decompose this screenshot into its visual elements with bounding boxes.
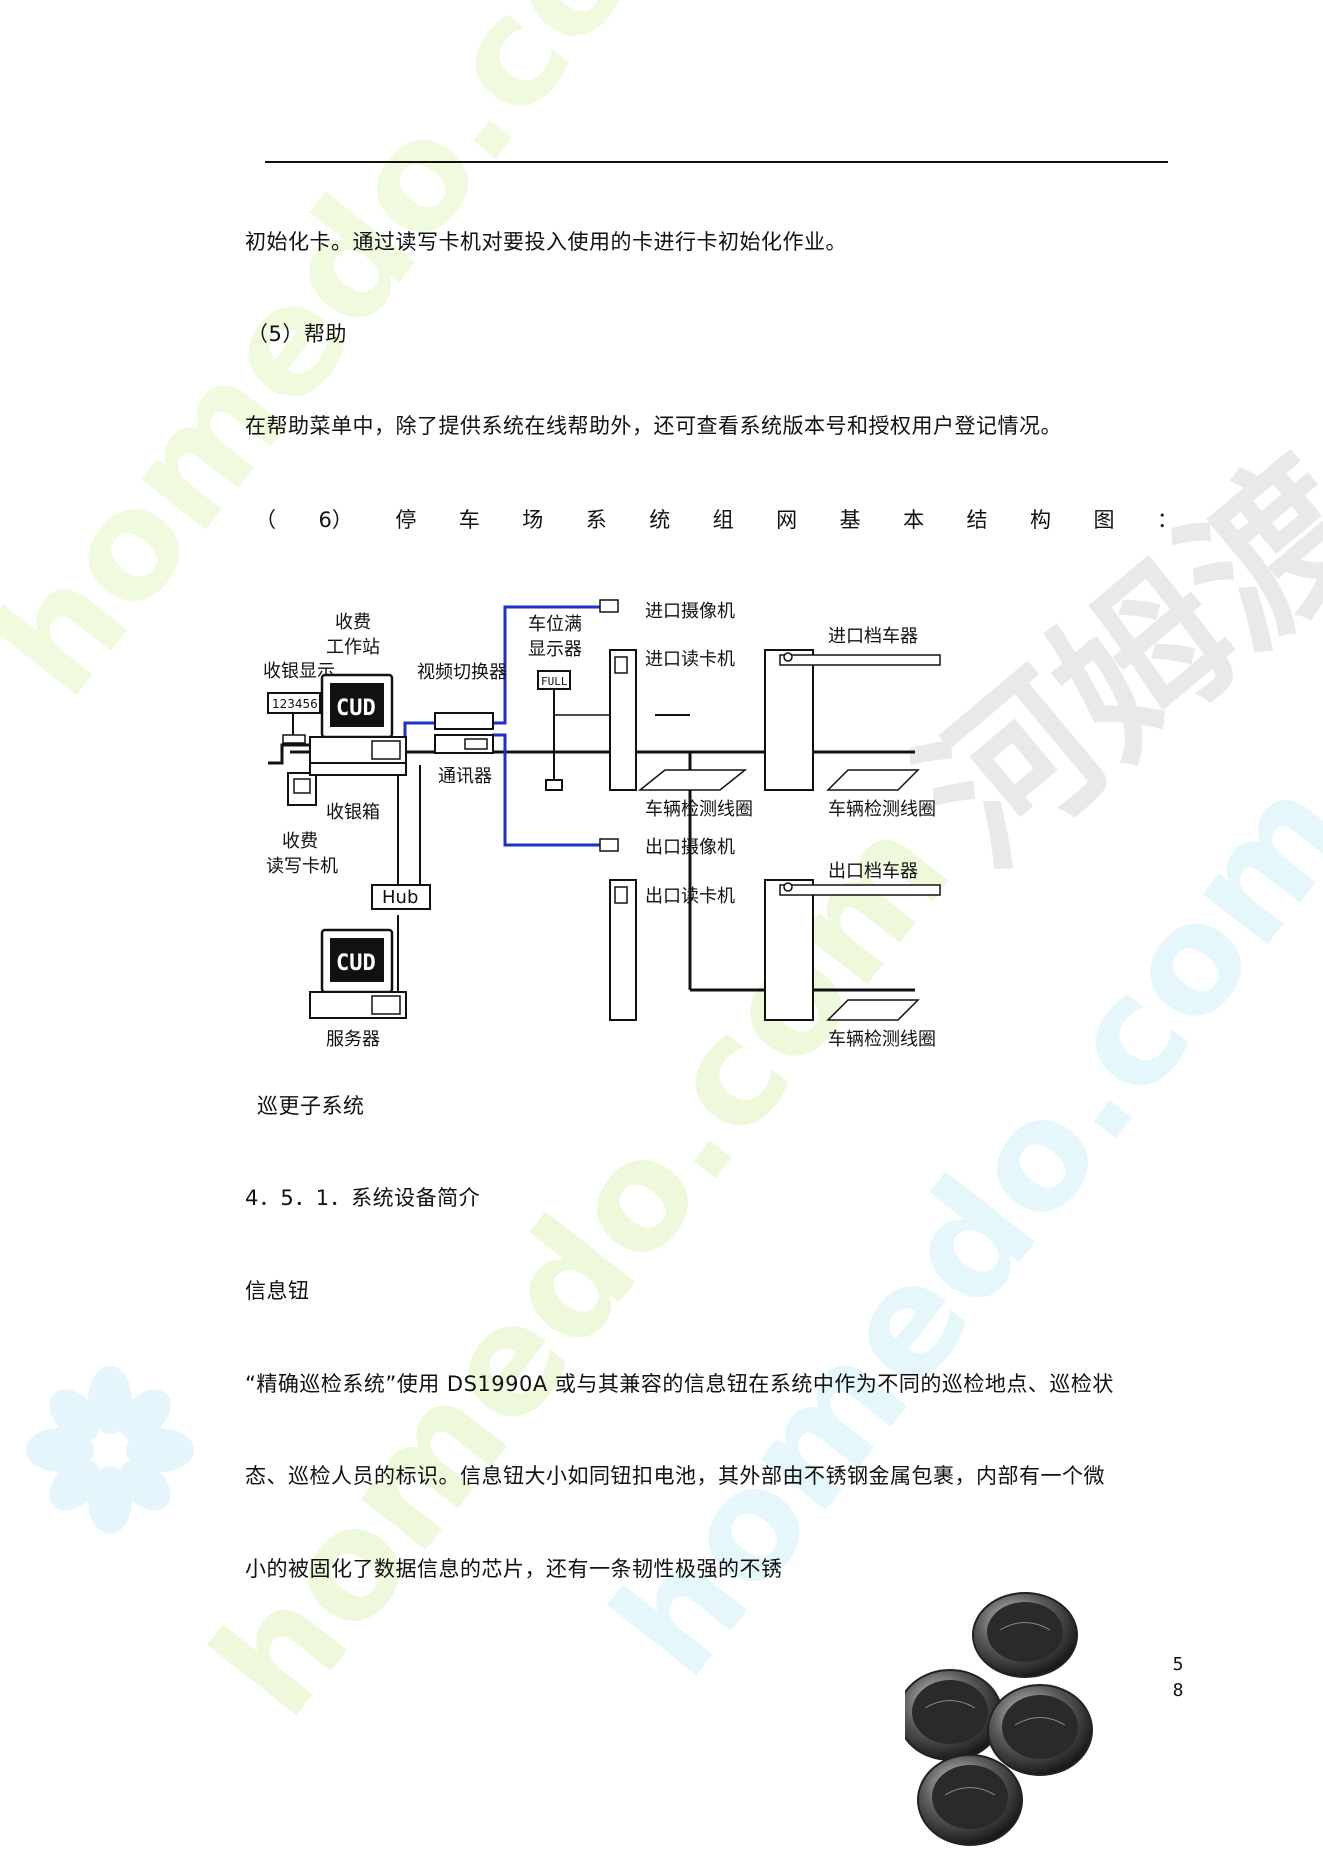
label-cashier-display: 收银显示 <box>263 661 335 682</box>
ibutton-image <box>905 1592 1093 1846</box>
section-network-heading: （ 6） 停 车 场 系 统 组 网 基 本 结 构 图 ： <box>255 506 1178 534</box>
heading-char: 6） <box>318 508 353 532</box>
section-help-heading: （5）帮助 <box>247 322 347 346</box>
heading-char: 停 <box>395 508 417 532</box>
label-entry-reader: 进口读卡机 <box>645 649 735 670</box>
label-entry-barrier: 进口档车器 <box>828 626 918 647</box>
heading-char: 基 <box>839 508 861 532</box>
svg-text:CUD: CUD <box>336 696 376 721</box>
label-toll-station-1: 收费 <box>335 612 371 633</box>
display-digits: 1234567 <box>272 697 325 711</box>
label-exit-camera: 出口摄像机 <box>645 837 735 858</box>
label-loop-2: 车辆检测线圈 <box>828 799 936 820</box>
label-server: 服务器 <box>326 1029 380 1050</box>
svg-text:CUD: CUD <box>336 951 376 976</box>
paragraph-info-button-2: 态、巡检人员的标识。信息钮大小如同钮扣电池，其外部由不锈钢金属包裹，内部有一个微 <box>245 1464 1105 1488</box>
watermark-flower-icon <box>26 1366 194 1534</box>
heading-char: 图 <box>1093 508 1115 532</box>
heading-char: 结 <box>966 508 988 532</box>
paragraph-info-button-3: 小的被固化了数据信息的芯片，还有一条韧性极强的不锈 <box>245 1557 783 1581</box>
label-loop-1: 车辆检测线圈 <box>645 799 753 820</box>
label-full-display-1: 车位满 <box>528 614 582 635</box>
header-rule <box>265 161 1168 163</box>
page-number-digit: 5 <box>1172 1654 1184 1675</box>
label-entry-camera: 进口摄像机 <box>645 601 735 622</box>
section-info-button-heading: 信息钮 <box>245 1279 310 1303</box>
heading-char: 本 <box>903 508 925 532</box>
paragraph-help: 在帮助菜单中，除了提供系统在线帮助外，还可查看系统版本号和授权用户登记情况。 <box>245 414 1062 438</box>
label-exit-reader: 出口读卡机 <box>645 886 735 907</box>
heading-char: 车 <box>458 508 480 532</box>
label-full-display-2: 显示器 <box>528 639 582 660</box>
heading-char: 网 <box>776 508 798 532</box>
label-loop-3: 车辆检测线圈 <box>828 1029 936 1050</box>
page-number-digit: 8 <box>1172 1680 1184 1701</box>
heading-char: 场 <box>522 508 544 532</box>
label-toll-reader-2: 读写卡机 <box>266 856 338 877</box>
paragraph-info-button-1: “精确巡检系统”使用 DS1990A 或与其兼容的信息钮在系统中作为不同的巡检地… <box>245 1372 1114 1396</box>
section-device-intro-heading: 4．5．1．系统设备简介 <box>245 1186 481 1210</box>
label-toll-station-2: 工作站 <box>326 637 380 658</box>
label-exit-barrier: 出口档车器 <box>828 861 918 882</box>
full-sign-text: FULL <box>541 675 568 688</box>
page-number: 5 8 <box>1168 1652 1188 1704</box>
label-communicator: 通讯器 <box>438 766 492 787</box>
label-hub: Hub <box>382 887 418 908</box>
heading-char: ： <box>1156 508 1178 532</box>
paragraph-init-card: 初始化卡。通过读写卡机对要投入使用的卡进行卡初始化作业。 <box>245 230 847 254</box>
heading-char: （ <box>255 508 276 532</box>
label-video-switcher: 视频切换器 <box>417 662 507 683</box>
parking-network-diagram: 1234567 收银显示 收费 读写卡机 收费 工作站 CUD 收银箱 视频切换… <box>263 599 941 1050</box>
heading-char: 组 <box>712 508 734 532</box>
heading-char: 统 <box>649 508 671 532</box>
section-patrol-heading: 巡更子系统 <box>257 1094 365 1118</box>
label-cash-box: 收银箱 <box>326 802 380 823</box>
heading-char: 构 <box>1030 508 1051 532</box>
label-toll-reader-1: 收费 <box>282 831 318 852</box>
heading-char: 系 <box>585 508 607 532</box>
